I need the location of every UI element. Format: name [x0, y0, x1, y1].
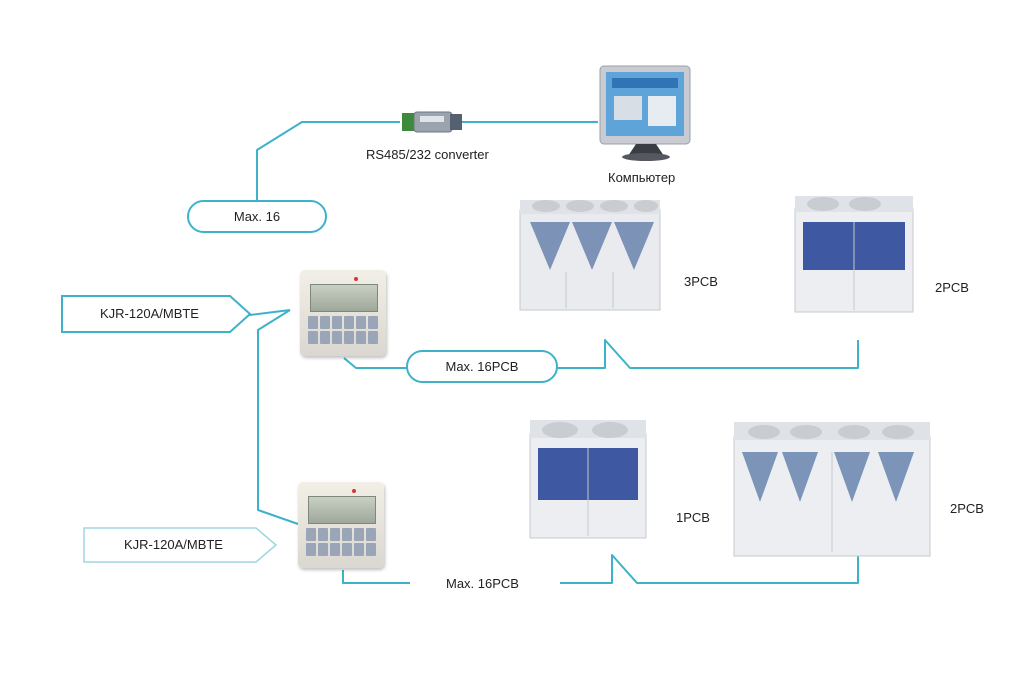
- max-16pcb-bottom-label: Max. 16PCB: [446, 576, 519, 591]
- controller-bottom-label: KJR-120A/MBTE: [124, 537, 223, 552]
- unit-label-2pcb-top: 2PCB: [935, 280, 969, 295]
- controller-bottom-arrow: [83, 527, 278, 563]
- max-16-pill: Max. 16: [187, 200, 327, 233]
- wired-controller-icon: [298, 482, 384, 568]
- unit-label-3pcb: 3PCB: [684, 274, 718, 289]
- unit-label-2pcb-bottom: 2PCB: [950, 501, 984, 516]
- modular-chiller-icon: [733, 422, 931, 557]
- pcb-bus-bottom-line-left: [342, 570, 410, 584]
- controller-top-label: KJR-120A/MBTE: [100, 306, 199, 321]
- wired-controller-icon: [300, 270, 386, 356]
- pcb-bus-top-line-right: [556, 339, 859, 369]
- converter-label: RS485/232 converter: [366, 147, 489, 162]
- controller-top-arrow: [61, 295, 252, 333]
- modular-chiller-icon: [794, 196, 914, 313]
- rs485-converter-icon: [402, 111, 462, 133]
- controller-chain-line: [257, 309, 299, 525]
- modular-chiller-icon: [519, 200, 661, 311]
- pcb-bus-bottom-line-right: [560, 554, 859, 584]
- max-16pcb-top-pill: Max. 16PCB: [406, 350, 558, 383]
- computer-label: Компьютер: [608, 170, 676, 185]
- unit-label-1pcb: 1PCB: [676, 510, 710, 525]
- computer-monitor-icon: [599, 65, 691, 161]
- pcb-bus-top-line: [343, 357, 408, 369]
- modular-chiller-icon: [529, 420, 647, 539]
- bus-line-max16: [256, 121, 400, 200]
